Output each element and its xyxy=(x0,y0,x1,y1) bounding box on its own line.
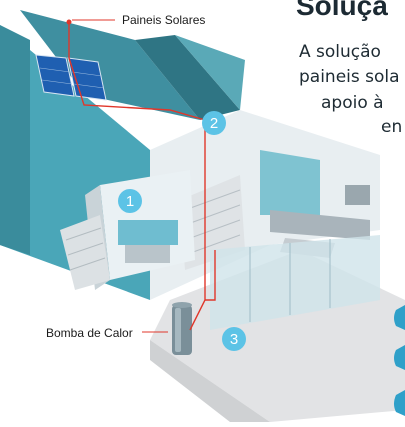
house-roof xyxy=(20,10,200,120)
house-side-wall-shade xyxy=(0,25,30,255)
floor-shadow xyxy=(150,340,270,422)
intro-line-2: paineis sola xyxy=(299,67,400,87)
marker-1-label: 1 xyxy=(126,193,134,210)
staircase xyxy=(180,175,245,270)
solar-label-dot xyxy=(66,19,72,25)
marker-3: 3 xyxy=(222,327,246,351)
interior-wall-teal xyxy=(260,150,320,215)
solar-panels-label: Paineis Solares xyxy=(122,13,206,27)
marker-2-label: 2 xyxy=(210,115,218,132)
marker-1: 1 xyxy=(118,189,142,213)
marker-2: 2 xyxy=(202,111,226,135)
heat-pump-label: Bomba de Calor xyxy=(46,326,133,340)
heat-pump-tank xyxy=(172,302,192,355)
intro-line-3: apoio à xyxy=(321,93,384,113)
heat-pipe-return xyxy=(205,250,216,301)
roof-back xyxy=(175,35,245,110)
external-stairs xyxy=(60,215,110,290)
edge-decoration xyxy=(394,305,405,416)
intro-line-1: A solução xyxy=(299,42,381,62)
intro-line-4: en xyxy=(381,117,403,137)
house-roof-ridge xyxy=(135,35,240,120)
marker-3-label: 3 xyxy=(230,331,238,348)
glass-wall xyxy=(210,235,380,330)
solar-panels xyxy=(35,54,107,101)
section-title: Soluça xyxy=(296,0,388,21)
